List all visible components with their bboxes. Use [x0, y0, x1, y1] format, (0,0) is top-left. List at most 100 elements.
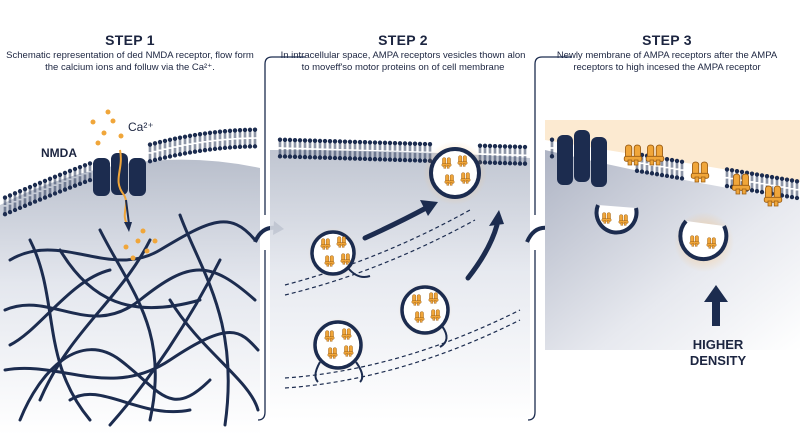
vesicle-3 — [398, 283, 452, 348]
lipid-molecule — [337, 138, 343, 161]
nmda-label: NMDA — [41, 146, 77, 160]
nmda-receptor — [93, 149, 146, 232]
lipid-molecule — [522, 144, 528, 167]
lipid-molecule — [237, 127, 243, 150]
lipid-molecule — [417, 141, 423, 164]
lipid-molecule — [407, 140, 413, 163]
lipid-molecule — [332, 138, 338, 161]
lipid-molecule — [497, 143, 503, 166]
divider-1 — [257, 56, 305, 421]
lipid-molecule — [287, 137, 293, 160]
lipid-molecule — [362, 139, 368, 162]
lipid-molecule — [197, 131, 203, 154]
calcium-ions — [90, 109, 158, 261]
fusing-vesicle-3a — [594, 204, 639, 235]
lipid-molecule — [357, 139, 363, 162]
lipid-molecule — [162, 138, 168, 161]
lipid-molecule — [222, 128, 228, 151]
vesicle-2 — [311, 318, 365, 383]
lipid-molecule — [402, 140, 408, 163]
lipid-molecule — [382, 140, 388, 163]
lipid-molecule — [342, 139, 348, 161]
lipid-molecule — [227, 128, 233, 151]
panel-1 — [0, 109, 260, 435]
lipid-molecule — [167, 137, 173, 160]
transition-arrow-2 — [525, 225, 549, 243]
lipid-molecule — [674, 158, 680, 181]
lipid-molecule — [277, 137, 283, 159]
lipid-molecule — [759, 172, 765, 195]
lipid-molecule — [347, 139, 353, 162]
lipid-molecule — [392, 140, 398, 163]
step2-description: In intracellular space, AMPA receptors v… — [280, 50, 526, 73]
lipid-molecule — [367, 139, 373, 162]
lipid-molecule — [212, 129, 218, 152]
lipid-molecule — [302, 137, 308, 160]
lipid-molecule — [192, 132, 198, 155]
lipid-molecule — [247, 127, 253, 150]
lipid-molecule — [679, 159, 685, 182]
cytoskeleton-filaments — [3, 213, 260, 427]
lipid-molecule — [507, 143, 513, 166]
divider-2 — [527, 56, 572, 421]
lipid-molecule — [754, 171, 760, 194]
lipid-molecule — [202, 130, 208, 153]
lipid-molecule — [372, 139, 378, 162]
panel-2 — [270, 137, 530, 420]
lipid-molecule — [487, 143, 493, 166]
panel-3 — [545, 120, 800, 350]
lipid-molecule — [297, 137, 303, 160]
lipid-molecule — [669, 157, 675, 180]
lipid-molecule — [789, 177, 795, 200]
lipid-molecule — [549, 137, 555, 159]
higher-density-arrow — [704, 285, 728, 326]
lipid-molecule — [177, 135, 183, 157]
lipid-molecule — [387, 140, 393, 163]
movement-arrows — [362, 200, 504, 281]
lipid-molecule — [307, 137, 313, 160]
nmda-receptor-panel3 — [557, 130, 607, 187]
higher-density-label-1: HIGHER — [692, 337, 744, 352]
lipid-molecule — [182, 134, 188, 156]
lipid-molecule — [322, 138, 328, 161]
lipid-molecule — [282, 137, 288, 160]
microtubule-tracks — [284, 209, 521, 389]
higher-density-label-2: DENSITY — [689, 353, 747, 368]
lipid-molecule — [794, 178, 800, 201]
lipid-molecule — [147, 141, 153, 164]
lipid-molecule — [502, 143, 508, 166]
lipid-molecule — [157, 139, 163, 162]
lipid-molecule — [317, 138, 323, 161]
step3-title: STEP 3 — [642, 32, 692, 48]
lipid-molecule — [232, 127, 238, 150]
fusing-vesicle-3b — [674, 212, 734, 272]
step2-title: STEP 2 — [378, 32, 428, 48]
lipid-molecule — [377, 140, 383, 162]
lipid-molecule — [187, 133, 193, 156]
step3-description: Newly membrane of AMPA receptors after t… — [556, 50, 778, 73]
step1-title: STEP 1 — [105, 32, 155, 48]
lipid-molecule — [412, 141, 418, 163]
fusing-vesicle — [429, 147, 481, 199]
lipid-molecule — [292, 137, 298, 160]
lipid-molecule — [217, 129, 223, 151]
lipid-molecule — [664, 156, 670, 179]
lipid-molecule — [512, 144, 518, 166]
lipid-molecule — [492, 143, 498, 166]
lipid-molecule — [242, 127, 248, 150]
lipid-molecule — [252, 127, 258, 149]
lipid-molecule — [749, 171, 755, 193]
lipid-molecule — [784, 177, 790, 199]
calcium-label: Ca²⁺ — [128, 120, 154, 134]
lipid-molecule — [172, 136, 178, 158]
lipid-molecule — [207, 130, 213, 153]
lipid-molecule — [397, 140, 403, 163]
lipid-molecule — [327, 138, 333, 161]
lipid-molecule — [517, 144, 523, 167]
vesicle-1 — [308, 228, 371, 278]
lipid-molecule — [152, 140, 158, 163]
lipid-molecule — [312, 138, 318, 160]
lipid-molecule — [724, 166, 730, 189]
step1-description: Schematic representation of ded NMDA rec… — [6, 50, 254, 73]
